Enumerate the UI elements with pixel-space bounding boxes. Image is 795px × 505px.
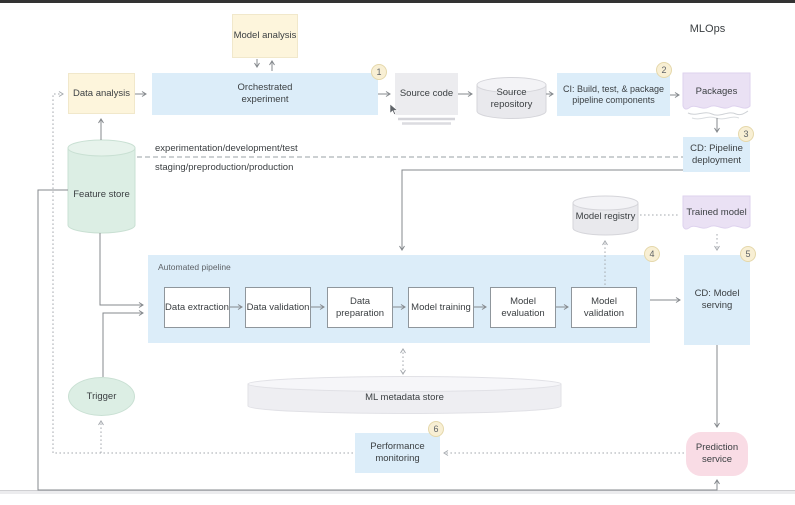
prediction-service-box: Prediction service	[686, 432, 748, 476]
source-repository-label: Source repository	[490, 87, 533, 110]
model-analysis-box: Model analysis	[232, 14, 298, 58]
orchestrated-experiment-box: Orchestrated experiment	[152, 73, 378, 115]
step-model-validation: Model validation	[571, 287, 637, 328]
step-model-training: Model training	[408, 287, 474, 328]
source-code-stack-lines	[398, 117, 455, 125]
cd-pipeline-deployment-label: CD: Pipeline deployment	[690, 142, 743, 166]
source-code-box: Source code	[395, 73, 458, 115]
ci-build-label: CI: Build, test, & package pipeline comp…	[562, 83, 665, 105]
step-model-evaluation: Model evaluation	[490, 287, 556, 328]
step-label: Data validation	[246, 301, 310, 313]
step-data-validation: Data validation	[245, 287, 311, 328]
step-label: Model validation	[583, 295, 625, 319]
step-data-preparation: Data preparation	[327, 287, 393, 328]
top-border	[0, 0, 795, 3]
badge-1: 1	[371, 64, 387, 80]
packages-label: Packages	[695, 86, 738, 98]
source-repository-cylinder	[476, 77, 547, 119]
mouse-cursor-icon	[389, 103, 399, 121]
badge-4: 4	[644, 246, 660, 262]
data-analysis-label: Data analysis	[72, 87, 131, 99]
trained-model-label: Trained model	[686, 207, 747, 219]
performance-monitoring-label: Performance monitoring	[370, 441, 425, 464]
orchestrated-experiment-label: Orchestrated experiment	[237, 82, 293, 105]
trigger-ellipse: Trigger	[68, 377, 135, 416]
environment-label-experimentation: experimentation/development/test	[155, 142, 298, 154]
cd-model-serving-label: CD: Model serving	[694, 288, 740, 311]
environment-label-staging: staging/preproduction/production	[155, 161, 294, 173]
step-data-extraction: Data extraction	[164, 287, 230, 328]
source-code-label: Source code	[399, 88, 454, 100]
ci-build-box: CI: Build, test, & package pipeline comp…	[557, 73, 670, 116]
model-registry-label: Model registry	[575, 211, 636, 223]
bottom-border-shadow	[0, 491, 795, 494]
packages-document	[682, 72, 751, 120]
prediction-service-label: Prediction service	[695, 442, 739, 465]
performance-monitoring-box: Performance monitoring	[355, 433, 440, 473]
cd-model-serving-box: CD: Model serving	[684, 255, 750, 345]
automated-pipeline-box: Automated pipeline Data extraction Data …	[148, 255, 650, 343]
step-label: Model evaluation	[501, 295, 545, 319]
model-analysis-label: Model analysis	[233, 30, 297, 42]
step-label: Model training	[411, 301, 471, 313]
feature-store-label: Feature store	[73, 189, 130, 201]
ml-metadata-store-label: ML metadata store	[365, 391, 444, 403]
badge-3: 3	[738, 126, 754, 142]
step-label: Data extraction	[165, 301, 229, 313]
badge-5: 5	[740, 246, 756, 262]
trigger-label: Trigger	[86, 390, 117, 402]
automated-pipeline-label: Automated pipeline	[158, 262, 231, 272]
badge-6: 6	[428, 421, 444, 437]
step-label: Data preparation	[335, 295, 385, 319]
bottom-border	[0, 490, 795, 491]
badge-2: 2	[656, 62, 672, 78]
mlops-corner-label: MLOps	[689, 23, 726, 36]
cd-pipeline-deployment-box: CD: Pipeline deployment	[683, 137, 750, 172]
data-analysis-box: Data analysis	[68, 73, 135, 114]
